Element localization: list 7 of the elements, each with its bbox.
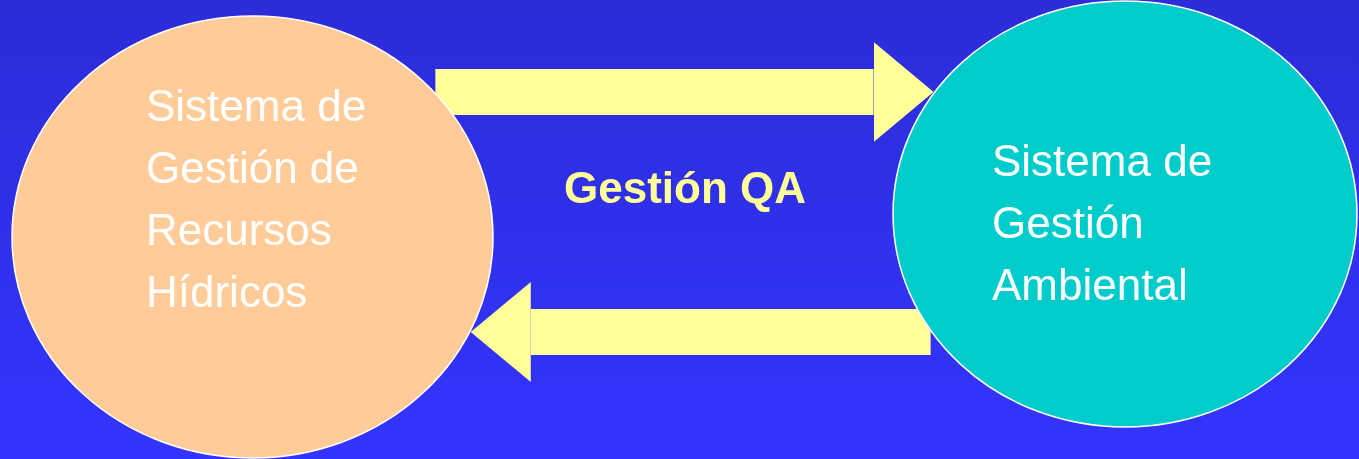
- node-label: Sistema de Gestión de Recursos Hídricos: [146, 80, 368, 318]
- node-label: Sistema de Gestión Ambiental: [992, 135, 1214, 311]
- block-arrow: [435, 42, 934, 142]
- center-label: Gestión QA: [563, 162, 807, 214]
- block-arrow: [470, 282, 931, 382]
- circle-node: [892, 0, 1358, 428]
- circle-node: [11, 15, 494, 459]
